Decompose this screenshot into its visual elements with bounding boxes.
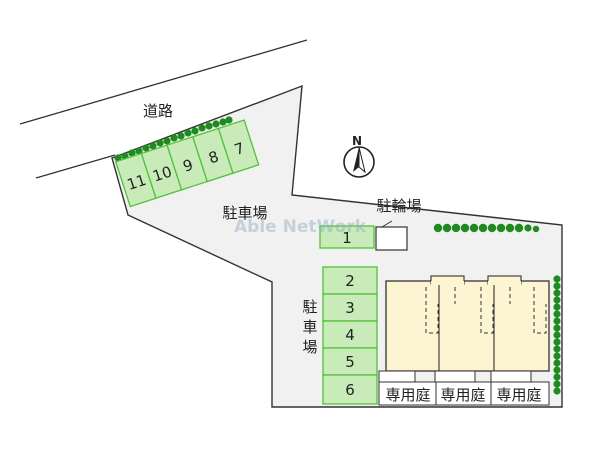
- road-line-lower: [35, 154, 116, 179]
- bicycle-parking-connector: [381, 220, 393, 228]
- hedge-right-side: [553, 275, 561, 395]
- private-garden-row: 専用庭 専用庭 専用庭: [378, 381, 550, 406]
- parking-vertical-char: 車: [302, 318, 317, 336]
- parking-space-1: 1: [319, 225, 375, 249]
- bicycle-parking-area: [375, 226, 408, 251]
- parking-vertical-label: 駐 車 場: [302, 298, 317, 356]
- top-parking-row: 11 10 9 8 7: [114, 119, 260, 208]
- parking-space-7: 7: [217, 119, 260, 174]
- road-label: 道路: [143, 102, 173, 120]
- parking-space-6: 6: [322, 374, 378, 405]
- compass-north-arrow-icon: N: [343, 134, 375, 178]
- apartment-building: [378, 275, 550, 383]
- parking-space-3: 3: [322, 293, 378, 322]
- space-number: 4: [345, 326, 355, 344]
- parking-lot-label: 駐車場: [222, 204, 267, 222]
- parking-space-11: 11: [114, 152, 157, 208]
- parking-space-2: 2: [322, 266, 378, 295]
- space-number: 11: [125, 171, 149, 194]
- space-number: 3: [345, 299, 355, 317]
- compass-letter: N: [352, 134, 362, 148]
- space-number: 2: [345, 272, 355, 290]
- private-garden-label: 専用庭: [385, 386, 430, 404]
- space-number: 6: [345, 381, 355, 399]
- hedge-right-top: [433, 223, 540, 233]
- parking-space-5: 5: [322, 347, 378, 376]
- parking-space-10: 10: [140, 144, 183, 200]
- bicycle-parking-label: 駐輪場: [376, 197, 421, 215]
- watermark: Able NetWork: [234, 217, 367, 237]
- private-garden-label: 専用庭: [496, 386, 541, 404]
- parking-space-4: 4: [322, 320, 378, 349]
- space-number: 1: [342, 229, 352, 247]
- road-line-upper: [19, 39, 308, 125]
- parking-vertical-char: 場: [302, 338, 317, 356]
- space-number: 10: [150, 163, 174, 186]
- private-garden-label: 専用庭: [440, 386, 485, 404]
- hedge-top-row: [114, 116, 233, 162]
- space-number: 5: [345, 353, 355, 371]
- parking-vertical-char: 駐: [302, 298, 317, 316]
